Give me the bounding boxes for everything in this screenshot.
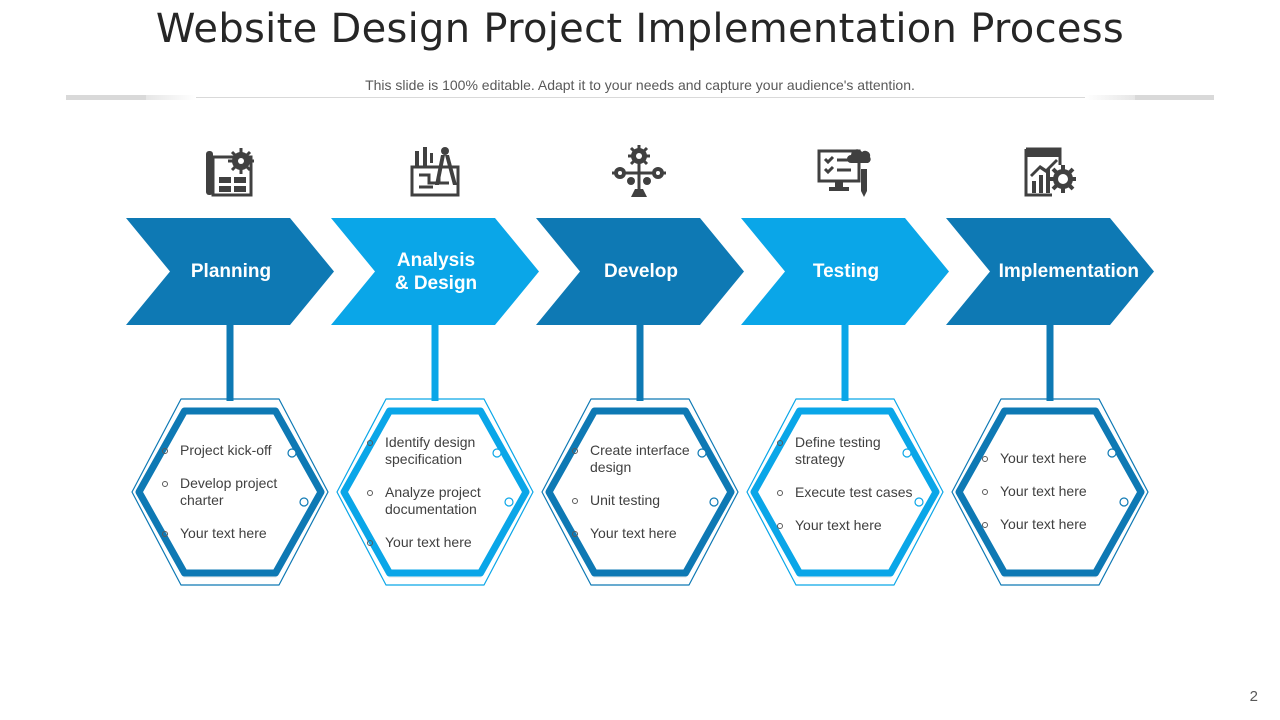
stage-hexagon-5	[955, 407, 1145, 577]
title-divider-fade-left	[146, 95, 196, 100]
stage-item: Create interface design	[568, 442, 718, 476]
hexagon-node-dot	[1119, 497, 1129, 507]
page-subtitle: This slide is 100% editable. Adapt it to…	[365, 77, 915, 93]
stage-connector-4	[841, 325, 849, 401]
title-divider-accent-right	[1135, 95, 1214, 100]
stage-item: Your text here	[978, 483, 1128, 500]
stage-label-text: Planning	[190, 261, 272, 282]
stage-label-2: Analysis & Design	[351, 218, 521, 325]
hexagon-node-dot	[914, 497, 924, 507]
stage-item: Define testing strategy	[773, 434, 923, 468]
stage-label-text: Implementation	[998, 261, 1139, 282]
stage-item: Develop project charter	[158, 475, 308, 509]
stage-chevron-4	[741, 218, 949, 325]
monitor-checklist-cloud-icon	[817, 149, 871, 197]
stage-item: Your text here	[978, 516, 1128, 533]
stage-item: Your text here	[568, 525, 718, 542]
stage-connector-5	[1046, 325, 1054, 401]
hexagon-node-dot	[299, 497, 309, 507]
stage-hexagon-4	[750, 407, 940, 577]
stage-item: Identify design specification	[363, 434, 513, 468]
stage-label-4: Testing	[761, 218, 931, 325]
stage-hexagon-1	[135, 407, 325, 577]
hexagon-node-dot	[709, 497, 719, 507]
stage-connector-1	[226, 325, 234, 401]
title-divider-fade-right	[1085, 95, 1135, 100]
stage-hexagon-outline-3	[541, 398, 739, 586]
hexagon-node-dot	[492, 448, 502, 458]
stage-label-3: Develop	[556, 218, 726, 325]
stage-hexagon-3	[545, 407, 735, 577]
stage-item: Project kick-off	[158, 442, 308, 459]
stage-item: Your text here	[978, 450, 1128, 467]
hexagon-node-dot	[902, 448, 912, 458]
stage-item: Your text here	[158, 525, 308, 542]
hexagon-node-dot	[287, 448, 297, 458]
title-divider	[66, 97, 1214, 98]
blueprint-gear-icon	[206, 148, 254, 197]
stage-label-1: Planning	[146, 218, 316, 325]
stage-item: Analyze project documentation	[363, 484, 513, 518]
stage-chevron-3	[536, 218, 744, 325]
title-divider-accent-left	[66, 95, 146, 100]
page-title: Website Design Project Implementation Pr…	[155, 6, 1125, 52]
stage-item: Execute test cases	[773, 484, 923, 501]
stage-chevron-2	[331, 218, 539, 325]
stage-item: Your text here	[773, 517, 923, 534]
stage-chevron-5	[946, 218, 1154, 325]
stage-connector-3	[636, 325, 644, 401]
page-number: 2	[1249, 688, 1258, 705]
stage-label-text: Analysis & Design	[394, 249, 478, 294]
stage-chevron-1	[126, 218, 334, 325]
gear-network-icon	[612, 145, 666, 197]
stage-hexagon-outline-1	[131, 398, 329, 586]
stage-item: Unit testing	[568, 492, 718, 509]
stage-hexagon-outline-4	[746, 398, 944, 586]
stage-label-text: Testing	[812, 261, 880, 282]
hexagon-node-dot	[697, 448, 707, 458]
report-chart-gear-icon	[1024, 147, 1076, 197]
stage-connector-2	[431, 325, 439, 401]
hexagon-node-dot	[1107, 448, 1117, 458]
stage-item: Your text here	[363, 534, 513, 551]
stage-label-5: Implementation	[966, 218, 1151, 325]
drafting-tools-icon	[410, 147, 460, 197]
stage-label-text: Develop	[604, 261, 678, 282]
hexagon-node-dot	[504, 497, 514, 507]
stage-hexagon-outline-2	[336, 398, 534, 586]
stage-hexagon-outline-5	[951, 398, 1149, 586]
stage-hexagon-2	[340, 407, 530, 577]
